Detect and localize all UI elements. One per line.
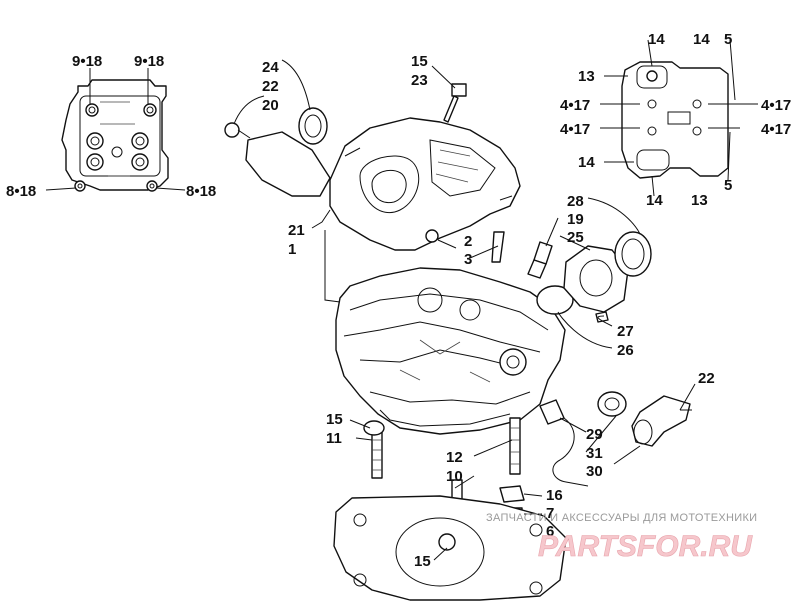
nut-16 — [499, 485, 525, 503]
callout-28: 28 — [567, 193, 584, 210]
inset-valve-cover — [600, 39, 758, 197]
callout-15-left: 15 — [326, 411, 343, 428]
callout-10: 10 — [446, 468, 463, 485]
gasket-ring-intake — [536, 285, 574, 315]
callout-2: 2 — [464, 233, 472, 250]
callout-4-17-left-b: 4•17 — [560, 121, 590, 138]
cylinder-head — [335, 267, 566, 435]
callout-13-top: 13 — [578, 68, 595, 85]
callout-4-17-right-a: 4•17 — [761, 97, 791, 114]
callout-30: 30 — [586, 463, 603, 480]
mount-bolt-small — [595, 311, 609, 323]
valve-cover-bolt — [443, 83, 467, 123]
callout-23: 23 — [411, 72, 428, 89]
callout-8-18-left: 8•18 — [6, 183, 36, 200]
callout-5-bottom: 5 — [724, 177, 732, 194]
leader-lines — [233, 59, 696, 561]
temp-sensor — [539, 399, 589, 487]
callout-1: 1 — [288, 241, 296, 258]
callout-labels: 9•18 9•18 8•18 8•18 24 22 20 15 23 21 1 … — [6, 31, 791, 570]
callout-13-bottom: 13 — [691, 192, 708, 209]
callout-11: 11 — [326, 430, 342, 447]
intake-manifold — [563, 231, 652, 313]
callout-15-bottom: 15 — [414, 553, 431, 570]
callout-9-18-left: 9•18 — [72, 53, 102, 70]
callout-22: 22 — [262, 78, 279, 95]
head-gasket — [333, 495, 567, 601]
watermark-tagline: ЗАПЧАСТИ И АКСЕССУАРЫ ДЛЯ МОТОТЕХНИКИ — [486, 512, 757, 524]
callout-31: 31 — [586, 445, 603, 462]
callout-15: 15 — [411, 53, 428, 70]
callout-20: 20 — [262, 97, 279, 114]
head-stud-left — [371, 429, 383, 479]
callout-5-top: 5 — [724, 31, 732, 48]
valve-cover — [329, 117, 521, 251]
callout-25: 25 — [567, 229, 584, 246]
nut-washer-left — [363, 420, 385, 436]
head-stud-right — [509, 417, 521, 475]
callout-4-17-left-a: 4•17 — [560, 97, 590, 114]
callout-9-18-right: 9•18 — [134, 53, 164, 70]
callout-14-bottom: 14 — [646, 192, 663, 209]
spark-plug — [527, 241, 553, 279]
callout-21: 21 — [288, 222, 305, 239]
callout-12: 12 — [446, 449, 463, 466]
callout-22-right: 22 — [698, 370, 715, 387]
callout-3: 3 — [464, 251, 472, 268]
outlet-elbow — [631, 395, 692, 447]
callout-14-mid: 14 — [578, 154, 595, 171]
callout-7: 7 — [546, 505, 554, 522]
callout-8-18-right: 8•18 — [186, 183, 216, 200]
watermark: ЗАПЧАСТИ И АКСЕССУАРЫ ДЛЯ МОТОТЕХНИКИ PA… — [486, 512, 757, 563]
callout-29: 29 — [586, 426, 603, 443]
callout-19: 19 — [567, 211, 584, 228]
tensioner-cap — [224, 122, 331, 197]
seal-ring-upper — [298, 107, 328, 145]
inset-head-top-view — [45, 68, 186, 192]
watermark-logo: PARTSFOR.RU — [538, 530, 753, 563]
callout-24: 24 — [262, 59, 279, 76]
callout-27: 27 — [617, 323, 634, 340]
thermostat-housing — [597, 391, 627, 417]
callout-4-17-right-b: 4•17 — [761, 121, 791, 138]
callout-14-top-b: 14 — [693, 31, 710, 48]
callout-14-top-a: 14 — [648, 31, 665, 48]
callout-16: 16 — [546, 487, 563, 504]
callout-6: 6 — [546, 523, 554, 540]
callout-26: 26 — [617, 342, 634, 359]
dowel-pin — [491, 231, 505, 263]
